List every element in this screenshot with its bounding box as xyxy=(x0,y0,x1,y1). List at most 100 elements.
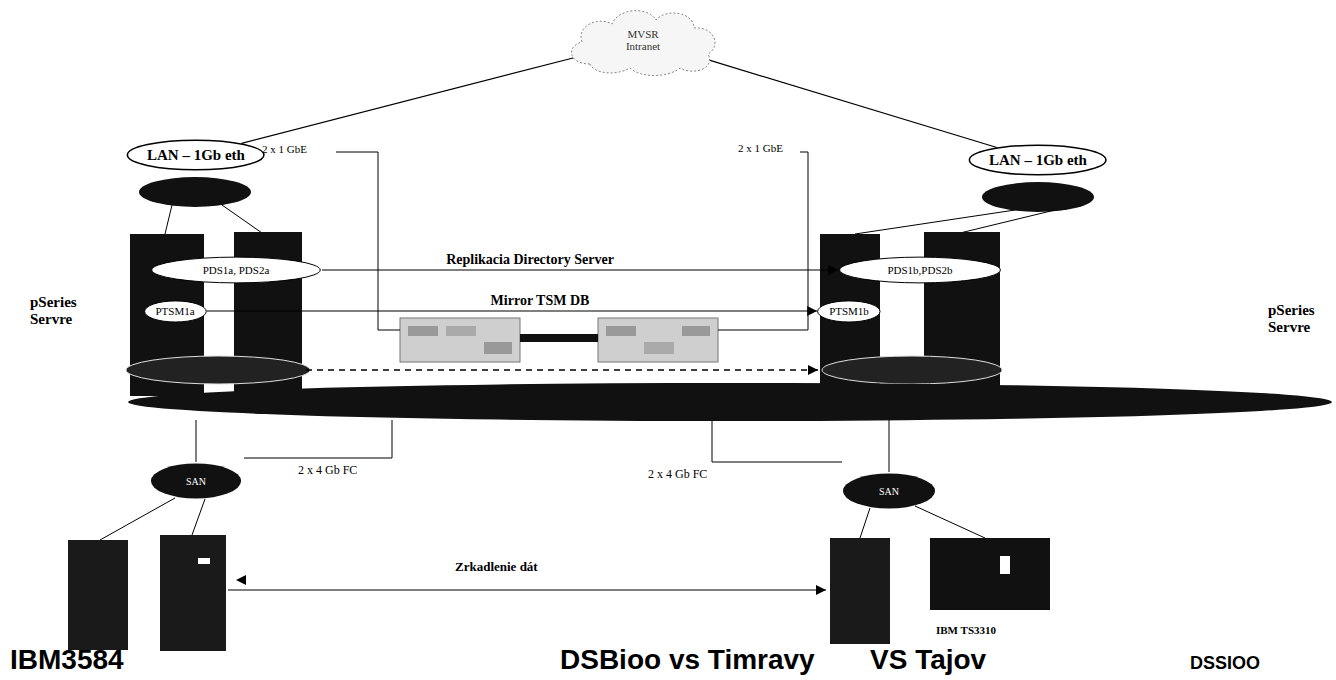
inter-site-link xyxy=(520,334,598,342)
lan-wire xyxy=(165,205,172,234)
storage-tower xyxy=(830,538,890,644)
switch-detail xyxy=(606,326,636,336)
service-ellipse: PDS1b,PDS2b xyxy=(838,256,1002,284)
ellipse-shape xyxy=(128,140,265,169)
storage-tower xyxy=(160,535,226,651)
tape-library: IBM TS3310 xyxy=(930,538,1052,636)
link-speed: 2 x 4 Gb FC xyxy=(648,468,707,480)
dashed-connector xyxy=(306,369,818,371)
service-ellipse: PDS1a, PDS2a xyxy=(150,256,322,284)
mirror-arrow xyxy=(228,590,826,591)
link-speed: 2 x 4 Gb FC xyxy=(298,464,357,476)
service-ellipse: PTSM1b xyxy=(817,300,881,323)
label-slot: 2 x 4 Gb FC xyxy=(298,464,357,476)
server-group: pSeries Servre PDS1a, PDS2aPTSM1a xyxy=(26,232,306,400)
switch-detail xyxy=(408,326,438,336)
gbe-wire xyxy=(336,152,400,330)
server-group: pSeries Servre PDS1b,PDS2bPTSM1b xyxy=(818,232,1332,400)
service-ellipse: PTSM1a xyxy=(144,300,207,323)
group-heading: pSeries Servre xyxy=(1268,302,1330,335)
node-label: SAN xyxy=(186,476,206,487)
lan-wire xyxy=(960,210,1055,233)
switch-box xyxy=(400,318,520,362)
san-wire xyxy=(196,420,197,462)
label-slot: 2 x 4 Gb FC xyxy=(648,468,707,480)
storage-tower xyxy=(68,540,128,650)
connector xyxy=(206,310,817,311)
label-slot: DSBioo vs Timravy xyxy=(560,646,815,674)
switch-detail xyxy=(644,342,674,354)
label-slot: VS Tajov xyxy=(870,646,986,674)
lan-switch xyxy=(982,182,1094,212)
link-speed: 2 x 1 GbE xyxy=(262,144,307,155)
server-cluster-ring xyxy=(822,356,1002,384)
connector xyxy=(241,57,577,144)
device-name: IBM TS3310 xyxy=(930,624,996,636)
label-slot: Replikacia Directory Server xyxy=(446,252,614,267)
server-cluster-ring xyxy=(126,356,310,384)
storage-wire xyxy=(100,498,175,540)
ellipse-shape xyxy=(843,474,935,509)
switch-detail xyxy=(682,326,710,336)
label-slot: IBM3584 xyxy=(10,646,124,674)
switch-box xyxy=(598,318,718,362)
node-label: LAN – 1Gb eth xyxy=(989,152,1087,169)
label-slot: Mirror TSM DB xyxy=(491,293,590,308)
connector xyxy=(322,269,838,270)
site-label: DSBioo vs Timravy xyxy=(560,646,815,674)
ellipse-shape xyxy=(840,257,1001,283)
node-label: SAN xyxy=(879,486,899,497)
node-label: PDS1a, PDS2a xyxy=(203,264,270,276)
edge-label: Replikacia Directory Server xyxy=(446,252,614,267)
switch-detail xyxy=(446,326,476,336)
mirror-label: Zrkadlenie dát xyxy=(455,560,538,573)
ellipse-shape xyxy=(151,464,241,499)
pointer-mark xyxy=(236,575,246,585)
cloud-shape xyxy=(572,11,716,76)
node-label: LAN – 1Gb eth xyxy=(147,147,245,164)
ellipse-shape xyxy=(152,257,321,283)
lan-ellipse: LAN – 1Gb eth xyxy=(126,139,265,171)
storage-wire xyxy=(860,508,870,538)
label-slot: DSSIOO xyxy=(1190,654,1260,672)
storage-wire xyxy=(192,499,205,535)
label-slot: 2 x 1 GbE xyxy=(262,144,307,155)
connector xyxy=(705,59,997,148)
label-slot: 2 x 1 GbE xyxy=(738,143,783,154)
tape-outline xyxy=(930,538,1052,636)
site-label: DSSIOO xyxy=(1190,654,1260,672)
link-speed: 2 x 1 GbE xyxy=(738,143,783,154)
cloud-network: MVSR Intranet xyxy=(560,2,726,78)
san-ellipse: SAN xyxy=(842,472,936,510)
tape-slot xyxy=(1000,556,1010,574)
ellipse-shape xyxy=(818,300,880,321)
storage-detail xyxy=(198,558,210,564)
tape-body xyxy=(930,538,1050,610)
lan-wire xyxy=(855,210,1015,234)
ellipse-shape xyxy=(144,300,206,321)
label-slot: Zrkadlenie dát xyxy=(455,560,538,573)
edge-label: Mirror TSM DB xyxy=(491,293,590,308)
lan-switch xyxy=(139,177,251,207)
switch-detail xyxy=(484,342,512,354)
node-label: PDS1b,PDS2b xyxy=(887,264,952,276)
site-label: IBM3584 xyxy=(10,646,124,674)
storage-wire xyxy=(915,506,985,538)
san-ellipse: SAN xyxy=(150,462,242,500)
backbone-band xyxy=(128,383,1332,421)
gbe-wire xyxy=(718,152,808,330)
node-label: PTSM1b xyxy=(829,305,869,317)
site-label: VS Tajov xyxy=(870,646,986,674)
fc-wire xyxy=(244,420,392,458)
ellipse-shape xyxy=(970,145,1107,174)
san-wire xyxy=(889,420,890,472)
node-label: PTSM1a xyxy=(155,305,194,317)
group-heading: pSeries Servre xyxy=(30,294,102,327)
lan-ellipse: LAN – 1Gb eth xyxy=(968,144,1107,176)
lan-wire xyxy=(222,205,262,233)
fc-wire xyxy=(712,420,842,462)
node-label: MVSR Intranet xyxy=(612,28,674,52)
